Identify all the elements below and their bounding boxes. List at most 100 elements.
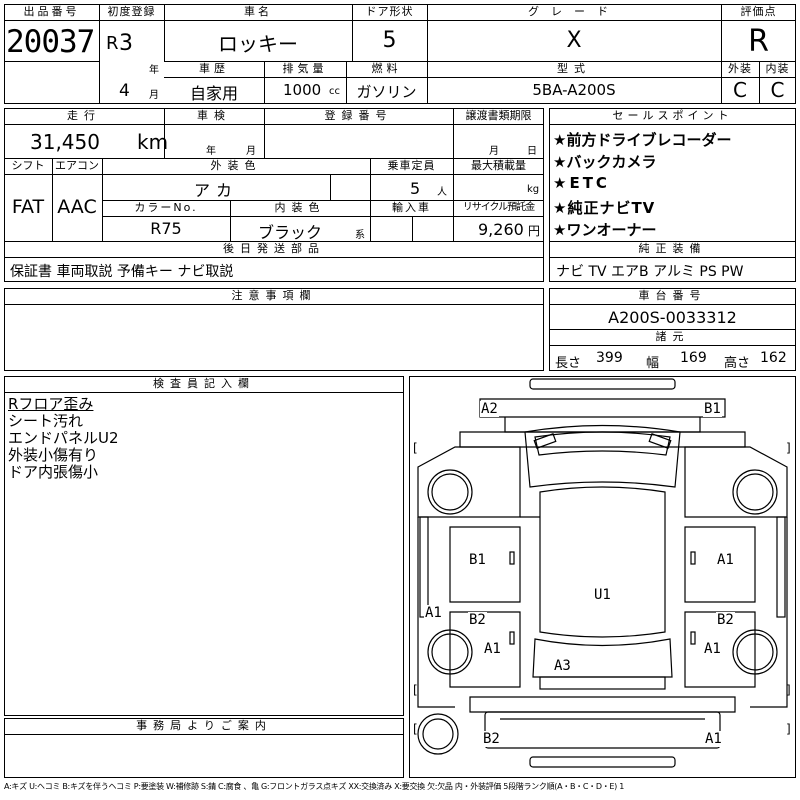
grade-value: X — [566, 28, 582, 53]
notes-block — [4, 288, 544, 371]
shift-value: FAT — [11, 196, 45, 218]
sales-point: ★ワンオーナー — [553, 221, 657, 239]
inspector-label: 検査員記入欄 — [153, 377, 255, 390]
interior-value: C — [770, 78, 785, 102]
damage-mark-b2-left: B2 — [468, 612, 487, 628]
int-color-value: ブラック — [257, 223, 322, 242]
width-value: 169 — [680, 350, 707, 366]
transfer-month-unit: 月 — [489, 146, 499, 157]
sales-label: セールスポイント — [612, 109, 733, 122]
inspection-label: 車検 — [197, 109, 231, 122]
model-label: 型式 — [557, 62, 591, 75]
history-label: 車歴 — [199, 62, 229, 75]
ac-value: AAC — [57, 196, 97, 218]
car-outline — [417, 378, 788, 768]
history-value: 自家用 — [189, 84, 238, 103]
damage-mark-a1-left: A1 — [424, 605, 443, 621]
length-value: 399 — [596, 350, 623, 366]
capacity-unit: 人 — [437, 187, 447, 198]
displacement-label: 排気量 — [282, 62, 328, 75]
mileage-unit: km — [137, 130, 169, 154]
max-load-label: 最大積載量 — [471, 159, 526, 172]
mileage-value: 31,450 — [30, 130, 100, 154]
month-unit: 月 — [149, 90, 159, 101]
sales-point: ★バックカメラ — [553, 153, 657, 171]
exterior-value: C — [733, 78, 747, 102]
shift-label: シフト — [11, 159, 45, 172]
recycle-value: 9,260 — [478, 220, 524, 239]
car-name-label: 車名 — [244, 5, 272, 18]
int-color-unit: 系 — [355, 230, 365, 241]
height-value: 162 — [760, 350, 787, 366]
office-label: 事務局よりご案内 — [136, 719, 272, 732]
year-unit: 年 — [149, 65, 159, 76]
score-label: 評価点 — [740, 5, 777, 18]
equip-value: ナビ TV エアB アルミ PS PW — [556, 264, 744, 280]
damage-mark-u1: U1 — [593, 587, 612, 603]
damage-mark-a1-right2: A1 — [703, 641, 722, 657]
damage-mark-a2-top: A2 — [480, 401, 499, 417]
spec-label: 諸元 — [655, 330, 690, 343]
damage-mark-b1-left: B1 — [468, 552, 487, 568]
import-label: 輸入車 — [392, 201, 431, 214]
damage-mark-a1-bottom: A1 — [704, 731, 723, 747]
inspector-note: Rフロア歪み — [8, 395, 94, 413]
damage-mark-a1-right: A1 — [716, 552, 735, 568]
bracket-mark: [ — [413, 441, 418, 455]
later-label: 後日発送部品 — [223, 242, 325, 255]
grade-label: グレード — [528, 5, 620, 18]
sales-point: ★ETC — [553, 174, 610, 192]
insp-year-unit: 年 — [206, 146, 216, 157]
max-load-unit: kg — [527, 184, 540, 195]
equip-label: 純正装備 — [638, 242, 707, 255]
damage-mark-b1-top: B1 — [703, 401, 722, 417]
notes-label: 注意事項欄 — [231, 289, 317, 302]
inspector-block — [4, 376, 404, 716]
exterior-label: 外装 — [728, 62, 752, 75]
damage-mark-a1-left2: A1 — [483, 641, 502, 657]
recycle-label: リサイクル預託金 — [462, 202, 536, 213]
insp-month-unit: 月 — [246, 146, 256, 157]
sales-point: ★純正ナビTV — [553, 199, 656, 217]
inspector-note: エンドパネルU2 — [8, 429, 119, 447]
car-name: ロッキー — [218, 32, 298, 56]
interior-label: 内装 — [765, 62, 790, 75]
car-damage-diagram: A2 B1 B1 A1 U1 A1 B2 B2 A1 A1 A3 B2 A1 [… — [409, 376, 796, 778]
color-no-value: R75 — [150, 219, 182, 238]
era: R — [106, 33, 119, 54]
lot-number: 20037 — [6, 24, 95, 60]
damage-mark-a3: A3 — [553, 658, 572, 674]
damage-legend: A:キズ U:ヘコミ B:キズを伴うヘコミ P:要塗装 W:補修跡 S:錆 C:… — [4, 782, 625, 791]
reg-no-label: 登録番号 — [324, 109, 393, 122]
length-label: 長さ — [555, 356, 582, 371]
model-value: 5BA-A200S — [532, 81, 616, 99]
bracket-mark: ] — [786, 683, 791, 697]
damage-mark-b2-right: B2 — [716, 612, 735, 628]
bracket-mark: ] — [786, 441, 791, 455]
bracket-mark: ] — [786, 722, 791, 736]
sales-point: ★前方ドライブレコーダー — [553, 131, 732, 149]
transfer-day-unit: 日 — [527, 146, 537, 157]
sales-block — [549, 108, 796, 282]
height-label: 高さ — [724, 356, 751, 371]
reg-month: 4 — [119, 81, 130, 101]
score-value: R — [748, 24, 769, 59]
int-color-label: 内装色 — [274, 201, 326, 214]
color-label: 外装色 — [210, 159, 262, 172]
displacement-unit: cc — [329, 86, 340, 97]
displacement-value: 1000 — [283, 81, 322, 99]
color-value: アカ — [193, 181, 238, 200]
inspector-note: シート汚れ — [8, 412, 84, 430]
fuel-value: ガソリン — [356, 83, 417, 101]
later-value: 保証書 車両取説 予備キー ナビ取説 — [10, 264, 234, 280]
vehicle-info-block — [4, 108, 544, 282]
chassis-value: A200S-0033312 — [608, 308, 737, 327]
office-block — [4, 718, 404, 778]
lot-label: 出品番号 — [23, 5, 80, 18]
capacity-label: 乗車定員 — [387, 159, 436, 172]
recycle-unit: 円 — [528, 224, 541, 238]
inspector-note: 外装小傷有り — [8, 446, 99, 464]
width-label: 幅 — [646, 356, 660, 371]
color-no-label: カラーNo. — [134, 201, 198, 214]
fuel-label: 燃料 — [371, 62, 402, 75]
